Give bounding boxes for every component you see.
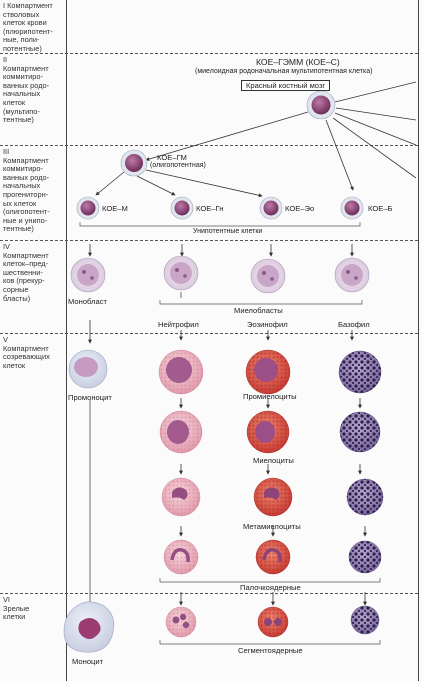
compartment-5-label: V Компартмент созревающих клеток	[3, 335, 50, 370]
promyelocyte-cells	[158, 349, 382, 395]
compartment-1-label: I Компартмент стволовых клеток крови (пл…	[3, 1, 53, 53]
segmented-label: Сегментоядерные	[238, 646, 303, 655]
metamyelocytes-label: Метамиелоциты	[243, 522, 301, 531]
myelocytes-label: Миелоциты	[253, 456, 294, 465]
monocyte-label: Моноцит	[72, 657, 104, 666]
compartment-3-label: III Компартмент коммитиро- ванных родо- …	[3, 147, 50, 234]
cfu-b-label: КОЕ–Б	[368, 204, 393, 213]
cfu-m-label: КОЕ–М	[102, 204, 128, 213]
blast-arrows	[88, 244, 354, 257]
myelocyte-cells	[159, 410, 381, 454]
neutrophil-label: Нейтрофил	[158, 320, 199, 329]
blast-cells	[70, 255, 370, 294]
compartment-4-label: IV Компартмент клеток–пред- шественни- к…	[3, 242, 49, 303]
mature-cells	[63, 601, 380, 653]
myeloblast-bracket	[159, 300, 363, 305]
cfu-gemm-label: КОЕ–ГЭММ (КОЕ–С)	[256, 57, 340, 67]
promonocyte-cell	[68, 349, 108, 389]
myeloblasts-label: Миелобласты	[234, 306, 283, 315]
bone-marrow-box: Красный костный мозг	[241, 80, 331, 91]
cfu-eo-label: КОЕ–Эо	[285, 204, 315, 213]
compartment-6-label: VI Зрелые клетки	[3, 595, 30, 622]
separator-4	[0, 333, 418, 334]
cfu-gn-label: КОЕ–Гн	[196, 204, 224, 213]
column-arrows	[88, 320, 354, 344]
unipotent-label: Унипотентные клетки	[193, 228, 263, 235]
separator-1	[0, 53, 418, 54]
metamyelocyte-cells	[161, 477, 384, 517]
myelocyte-arrows	[179, 464, 362, 475]
unipotent-bracket	[79, 222, 361, 227]
monoblast-label: Монобласт	[68, 297, 107, 306]
right-border	[418, 0, 419, 681]
compartment-column-divider	[66, 0, 67, 681]
separator-5	[0, 593, 418, 594]
cfu-gemm-cell	[306, 90, 336, 120]
cfu-row-cells	[76, 196, 364, 220]
cfu-gm-desc: (олигопотентная)	[150, 162, 206, 169]
band-arrows	[179, 592, 367, 606]
metamyelocyte-arrows	[179, 526, 367, 537]
separator-2	[0, 145, 418, 146]
cfu-gm-label: КОЕ–ГМ	[157, 153, 187, 162]
promyelocytes-label: Промиелоциты	[243, 392, 297, 401]
promonocyte-label: Промоноцит	[68, 393, 112, 402]
separator-3	[0, 240, 418, 241]
cfu-gm-arrows	[95, 169, 263, 198]
cfu-gemm-desc: (миелоидная родоначальная мультипотентна…	[195, 68, 373, 75]
eosinophil-label: Эозинофил	[247, 320, 288, 329]
compartment-2-label: II Компартмент коммитиро- ванных родо- н…	[3, 55, 50, 125]
cfu-gemm-arrows	[145, 81, 417, 191]
promyelocyte-arrows	[179, 398, 362, 409]
cfu-gm-cell	[120, 149, 148, 177]
basophil-label: Базофил	[338, 320, 370, 329]
band-cells	[163, 539, 382, 575]
band-bracket	[159, 578, 381, 583]
band-label: Палочкоядерные	[240, 583, 301, 592]
segmented-bracket	[159, 640, 381, 645]
